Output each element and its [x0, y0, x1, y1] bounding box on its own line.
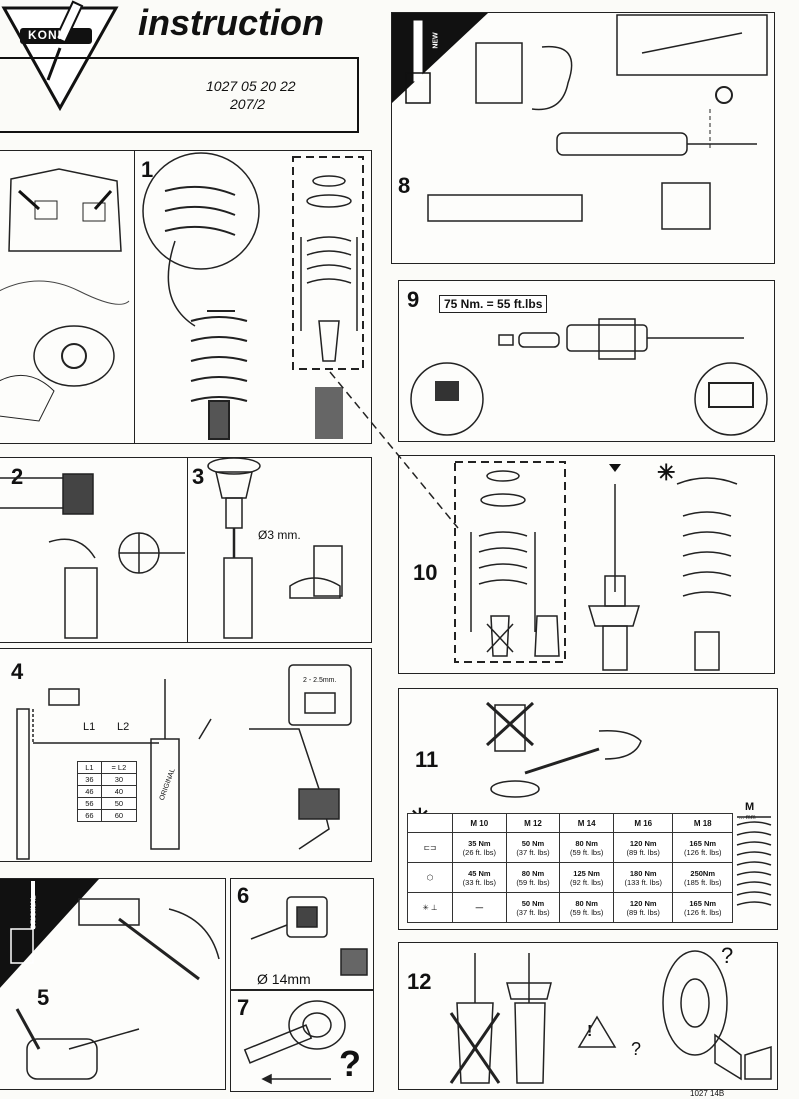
original-shock-label: ORIGINAL	[30, 895, 38, 930]
warning-icon: !	[587, 1023, 593, 1040]
step-number: 7	[237, 995, 250, 1020]
nut-type-icon: ⬡	[407, 862, 453, 893]
svg-text:✳: ✳	[657, 460, 675, 485]
step-number: 8	[398, 173, 411, 198]
step-9-panel: 9 75 Nm. = 55 ft.lbs	[398, 280, 775, 442]
step-3-panel: 3 Ø3 mm.	[187, 457, 372, 643]
step-1-panel: 1	[134, 150, 372, 444]
new-shock-label: NEW	[432, 32, 440, 49]
final-check-illustration	[449, 950, 772, 1084]
gap-label: 2 - 2.5mm.	[303, 677, 337, 684]
koni-logo-text: KONI	[28, 28, 62, 42]
shock-removal-illustration	[392, 13, 768, 230]
footer-code: 1027 14B	[690, 1089, 725, 1098]
l1-label: L1	[83, 721, 96, 733]
drilling-hole-illustration	[250, 896, 368, 976]
step-number: 5	[37, 985, 50, 1010]
step-number: 1	[141, 157, 154, 182]
question-mark: ?	[631, 1039, 642, 1059]
product-code: 1027 05 20 22	[206, 78, 296, 94]
table-header: M 18	[672, 813, 733, 833]
spring-measure-label: M	[745, 801, 755, 813]
torque-mounting-illustration	[410, 318, 768, 436]
stud-type-icon: ✳ ⊥	[407, 892, 453, 923]
drilling-illustration	[207, 458, 343, 639]
step-number: 2	[11, 464, 24, 489]
step-5-panel: 5 ORIGINAL	[0, 878, 226, 1090]
step-number: 10	[413, 560, 438, 585]
question-mark: ?	[721, 943, 734, 968]
step-number: 3	[192, 464, 205, 489]
table-row: ⬡ 45 Nm(33 ft. lbs) 80 Nm(59 ft. lbs) 12…	[407, 862, 733, 893]
torque-table: M 10 M 12 M 14 M 16 M 18 ⊏⊐ 35 Nm(26 ft.…	[407, 813, 733, 923]
table-header: M 16	[612, 813, 674, 833]
drill-size-label: Ø3 mm.	[258, 528, 301, 542]
hole-size-label: Ø 14mm	[257, 971, 311, 987]
table-corner	[407, 813, 453, 833]
hammer-illustration	[0, 473, 185, 639]
step-number: 11	[415, 747, 439, 772]
step-number: 4	[11, 659, 24, 684]
step-2-panel: 2	[0, 457, 188, 643]
car-top-illustration	[0, 168, 130, 422]
table-row: ✳ ⊥ — 50 Nm(37 ft. lbs) 80 Nm(59 ft. lbs…	[407, 892, 733, 923]
step-number: 6	[237, 883, 250, 908]
spring-compressor-illustration	[142, 152, 364, 440]
step-number: 9	[407, 287, 420, 312]
spring-reassembly-illustration: ✳	[454, 460, 738, 671]
product-revision: 207/2	[230, 96, 266, 112]
page-title: instruction	[138, 2, 324, 43]
step-10-panel: 10 ✳	[398, 455, 775, 674]
torque-spec: 75 Nm. = 55 ft.lbs	[439, 295, 548, 313]
header: KONI instruction 1027 05 20 22 207/2	[0, 0, 385, 140]
filing-illustration	[243, 1000, 346, 1085]
table-row: ⊏⊐ 35 Nm(26 ft. lbs) 50 Nm(37 ft. lbs) 8…	[407, 832, 733, 863]
measuring-illustration	[16, 664, 352, 860]
bolt-type-icon: ⊏⊐	[407, 832, 453, 863]
table-header: M 12	[505, 813, 561, 833]
table-header: M 10	[452, 813, 507, 833]
l2-label: L2	[117, 721, 130, 733]
step-8-panel: 8 NEW	[391, 12, 775, 264]
step-6-panel: 6 Ø 14mm	[230, 878, 374, 990]
cutting-illustration	[0, 879, 220, 1080]
step-12-panel: 12 ? ? !	[398, 942, 778, 1090]
step-11-panel: 11 ✳ M ... mm M 10 M 12 M 14 M 16 M 18 ⊏…	[398, 688, 778, 930]
spring-measure-unit: ... mm	[739, 815, 756, 821]
step-number: 12	[407, 969, 432, 994]
step-7-panel: 7 ?	[230, 990, 374, 1092]
header-graphics	[0, 0, 359, 133]
question-mark: ?	[339, 1043, 361, 1084]
table-header: M 14	[559, 813, 614, 833]
intro-panel	[0, 150, 136, 444]
